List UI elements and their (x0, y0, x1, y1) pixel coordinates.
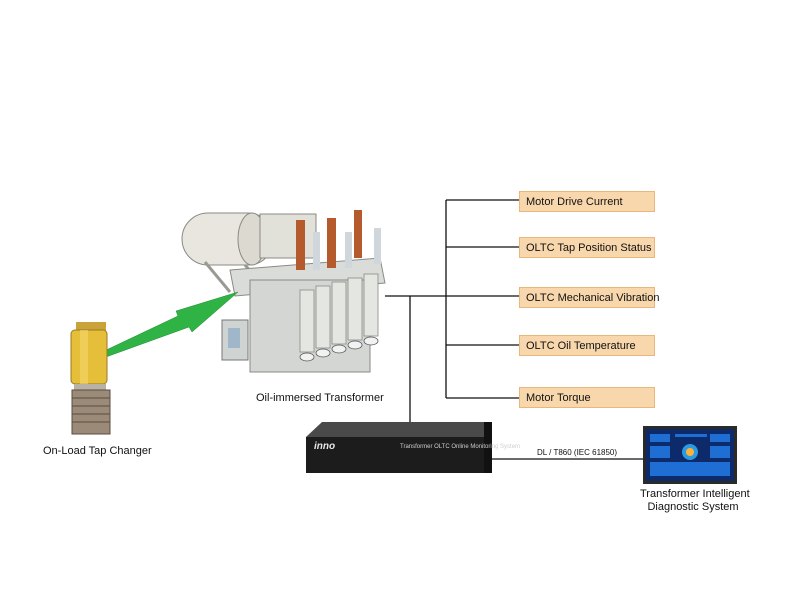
protocol-label: DL / T860 (IEC 61850) (537, 448, 618, 457)
device-name-text: Transformer OLTC Online Monitoring Syste… (400, 444, 521, 450)
param-motor-torque: Motor Torque (519, 387, 655, 408)
transformer-illustration (181, 210, 386, 373)
param-oltc-mechanical-vibration: OLTC Mechanical Vibration (519, 287, 660, 308)
device-logo: inno (314, 441, 336, 452)
green-arrow (101, 291, 239, 358)
param-oltc-tap-position-status: OLTC Tap Position Status (519, 237, 655, 258)
bushings (296, 210, 381, 270)
connector-lines (385, 199, 643, 460)
diagnostic-label-line2: Diagnostic System (647, 501, 739, 513)
tap-changer-illustration (70, 322, 111, 435)
tap-changer-label: On-Load Tap Changer (43, 445, 152, 457)
param-oltc-oil-temperature: OLTC Oil Temperature (519, 335, 655, 356)
transformer-label: Oil-immersed Transformer (256, 392, 384, 404)
diagnostic-system-label: Transformer Intelligent Diagnostic Syste… (640, 488, 750, 514)
param-motor-drive-current: Motor Drive Current (519, 191, 655, 212)
radiator-fans (299, 336, 379, 362)
diagnostic-label-line1: Transformer Intelligent (640, 488, 750, 500)
diagnostic-monitor (643, 426, 737, 484)
cooling-radiators (299, 273, 379, 353)
monitoring-device (306, 422, 492, 473)
